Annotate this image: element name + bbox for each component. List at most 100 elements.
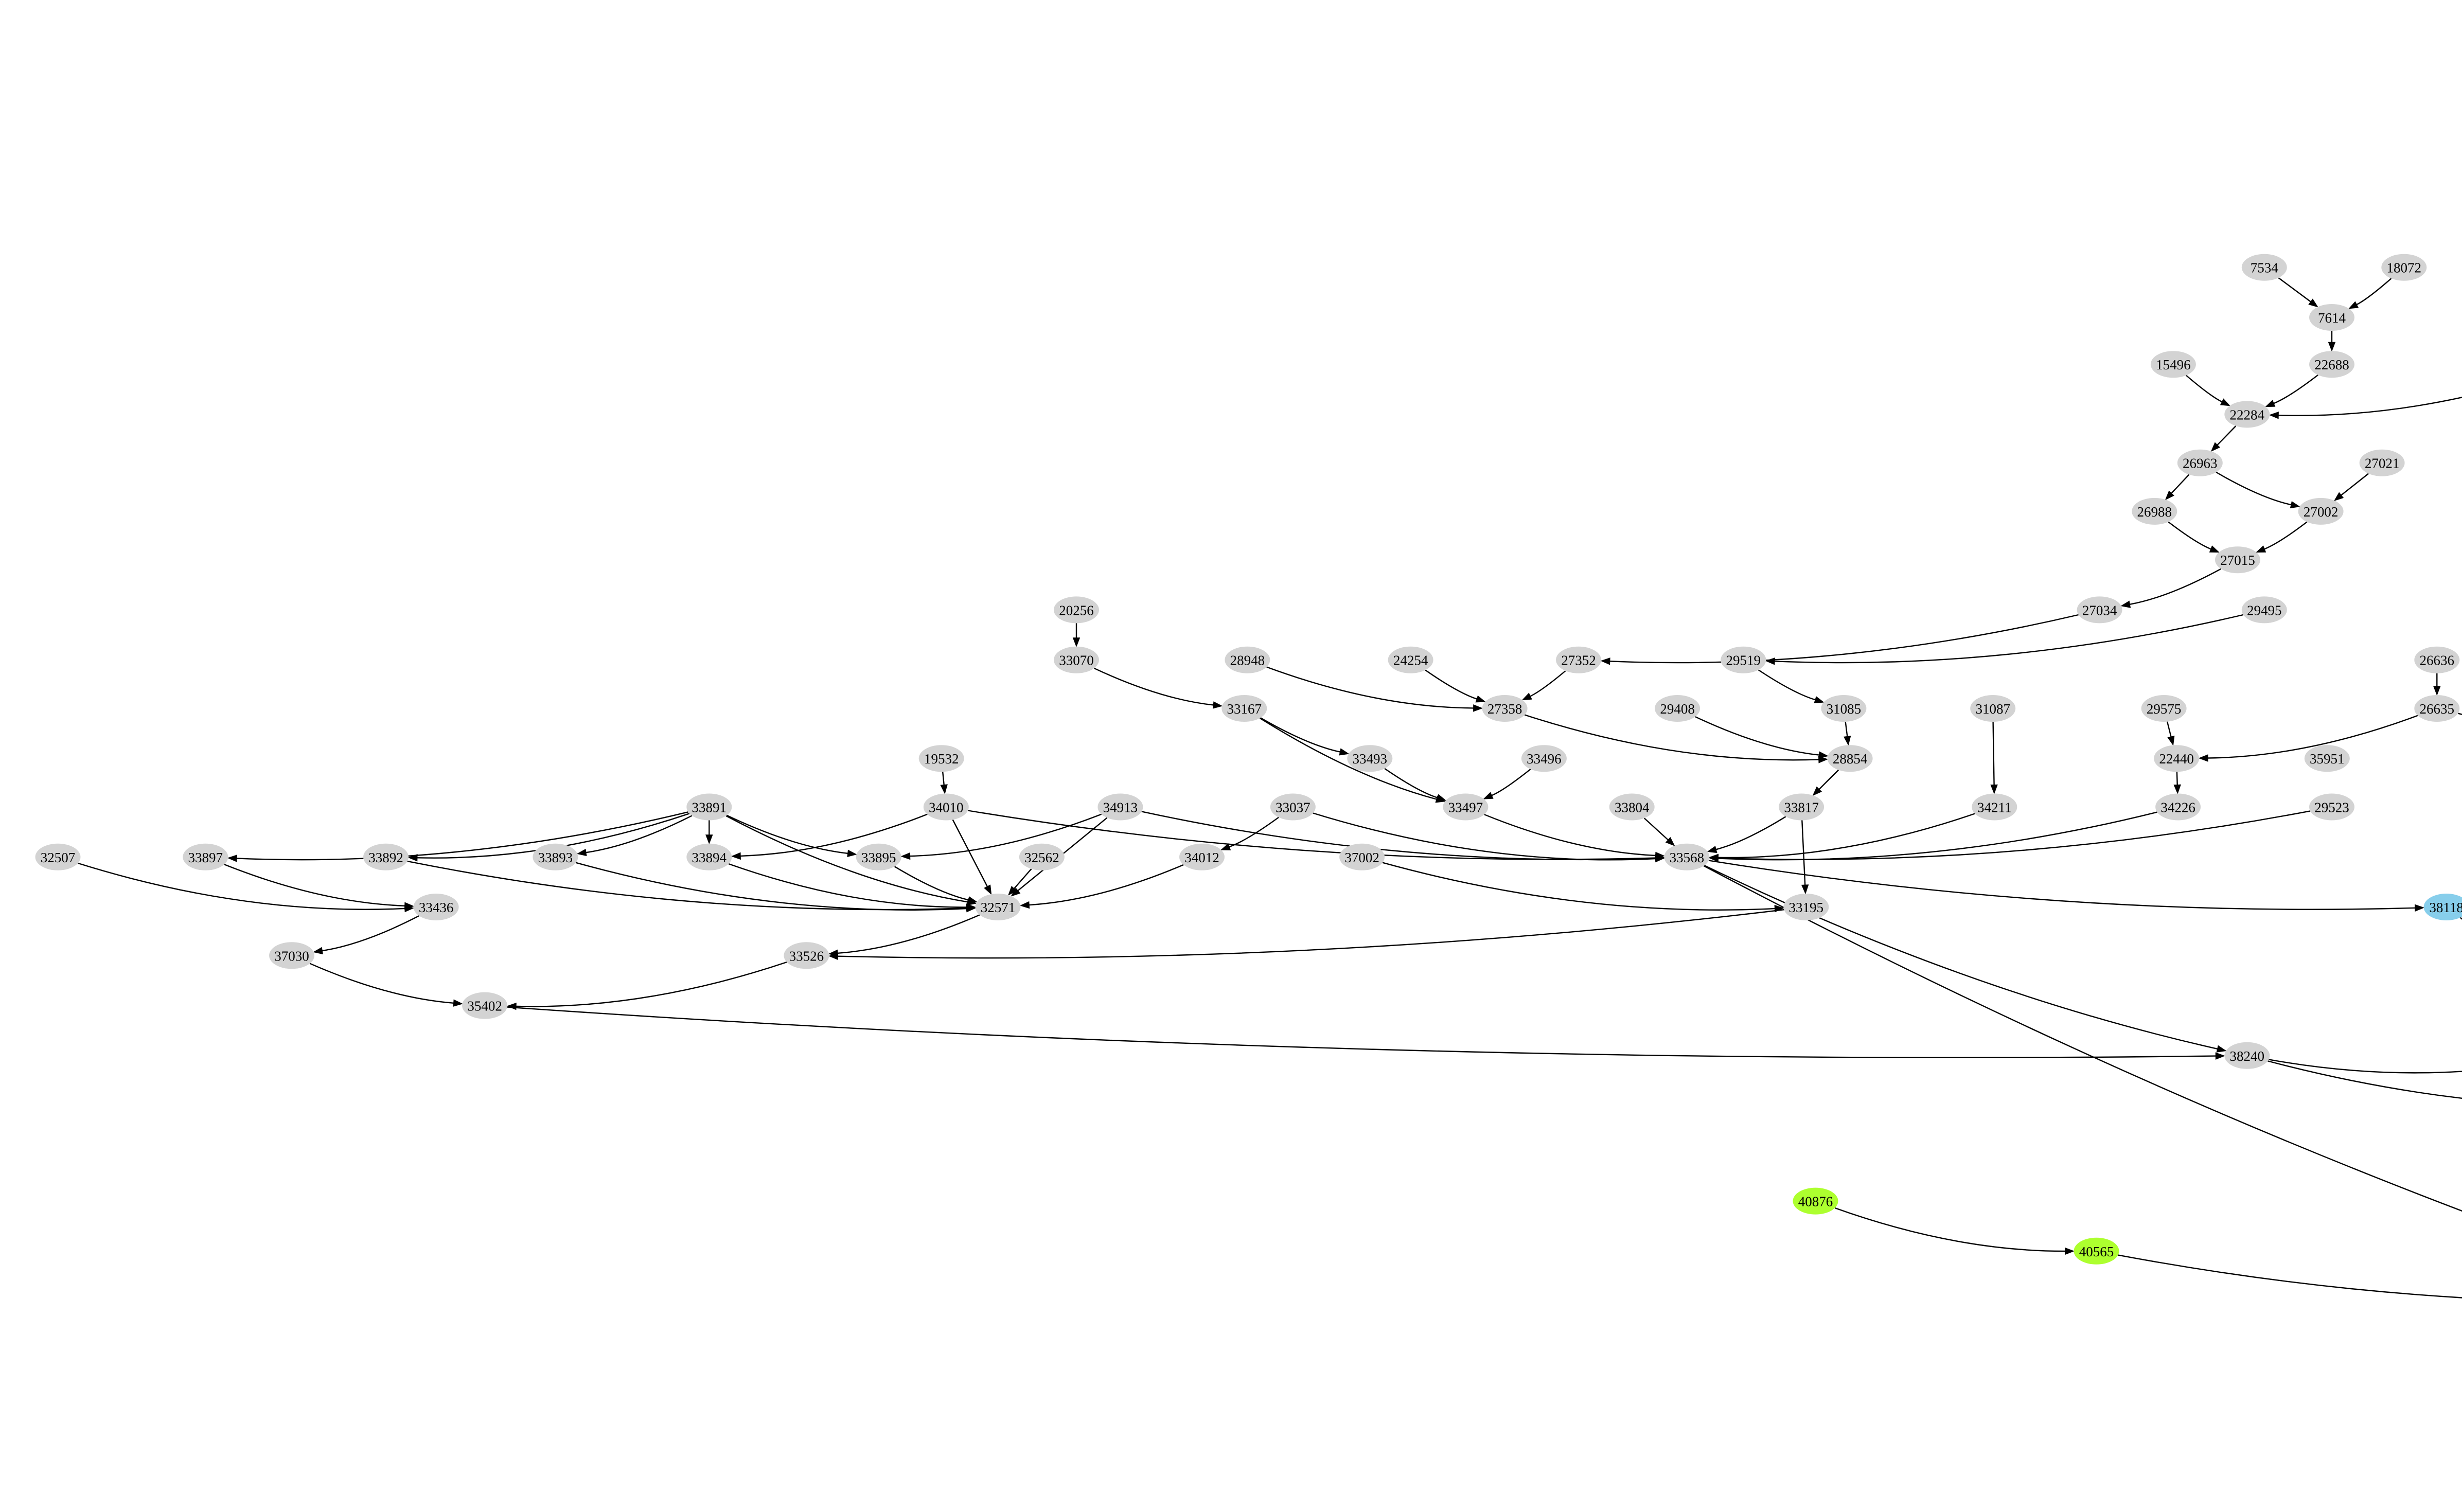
graph-node-label: 37030 <box>274 948 309 964</box>
graph-edge <box>1384 768 1438 798</box>
graph-node[interactable]: 33493 <box>1347 745 1393 772</box>
graph-node-label: 33496 <box>1527 751 1562 767</box>
graph-node[interactable]: 32571 <box>975 894 1021 920</box>
graph-node-shape <box>2309 304 2354 331</box>
graph-node[interactable]: 33037 <box>1270 793 1316 821</box>
graph-node[interactable]: 15496 <box>2150 351 2196 378</box>
graph-node[interactable]: 34913 <box>1097 793 1143 821</box>
graph-node[interactable]: 38240 <box>2224 1042 2270 1069</box>
graph-node-shape <box>413 894 459 920</box>
graph-edge-arrowhead <box>313 947 323 955</box>
graph-node-label: 31085 <box>1827 701 1862 717</box>
graph-node[interactable]: 29408 <box>1655 695 1701 722</box>
graph-node-shape <box>2423 894 2462 920</box>
graph-node[interactable]: 26988 <box>2132 497 2177 525</box>
graph-edge <box>838 909 1784 959</box>
graph-node[interactable]: 33894 <box>686 843 732 870</box>
graph-node[interactable]: 33895 <box>856 843 901 870</box>
graph-node-shape <box>2150 351 2196 378</box>
graph-node-label: 18072 <box>2387 260 2422 276</box>
graph-node[interactable]: 33897 <box>183 843 228 870</box>
graph-node[interactable]: 27002 <box>2298 497 2344 525</box>
graph-edge <box>1845 721 1848 737</box>
graph-node-shape <box>1225 646 1270 673</box>
graph-node[interactable]: 35951 <box>2304 745 2350 772</box>
graph-node[interactable]: 33167 <box>1221 695 1267 722</box>
graph-edge-arrowhead <box>2065 1247 2075 1255</box>
graph-node[interactable]: 22688 <box>2309 351 2354 378</box>
graph-node[interactable]: 33195 <box>1783 894 1829 920</box>
graph-node-label: 33195 <box>1789 900 1824 915</box>
graph-node[interactable]: 26635 <box>2414 695 2460 722</box>
graph-node-label: 27015 <box>2220 553 2255 568</box>
graph-node[interactable]: 37002 <box>1339 843 1385 870</box>
graph-node[interactable]: 29523 <box>2309 793 2354 821</box>
graph-node[interactable]: 33891 <box>686 793 732 821</box>
graph-edge-arrowhead <box>2167 735 2175 746</box>
graph-node[interactable]: 19532 <box>918 745 964 772</box>
graph-node[interactable]: 7614 <box>2309 304 2354 331</box>
graph-node-label: 38240 <box>2230 1048 2265 1064</box>
graph-node[interactable]: 33568 <box>1664 843 1710 870</box>
graph-node[interactable]: 33892 <box>363 843 409 870</box>
graph-node[interactable]: 33817 <box>1779 793 1825 821</box>
graph-node[interactable]: 7534 <box>2241 254 2287 281</box>
graph-node[interactable]: 38118 <box>2423 894 2462 920</box>
graph-node[interactable]: 34211 <box>1972 793 2017 821</box>
graph-edge <box>1818 769 1839 790</box>
graph-node[interactable]: 31087 <box>1970 695 2016 722</box>
graph-node[interactable]: 22284 <box>2224 401 2270 428</box>
graph-node[interactable]: 27352 <box>1556 646 1601 673</box>
graph-edge <box>1716 816 1786 850</box>
graph-node-shape <box>183 843 228 870</box>
graph-edge <box>1229 816 1279 848</box>
graph-node[interactable]: 26636 <box>2414 646 2460 673</box>
graph-node[interactable]: 33436 <box>413 894 459 920</box>
graph-node[interactable]: 37030 <box>269 942 314 969</box>
graph-node[interactable]: 27015 <box>2215 546 2260 574</box>
graph-node[interactable]: 29519 <box>1721 646 1766 673</box>
graph-edge-arrowhead <box>2348 301 2359 309</box>
graph-node[interactable]: 35402 <box>462 992 508 1019</box>
graph-node-shape <box>2309 793 2354 821</box>
graph-edge <box>894 866 969 901</box>
graph-node-shape <box>2141 695 2187 722</box>
graph-node-label: 33037 <box>1276 800 1310 815</box>
graph-edge <box>1609 614 2079 664</box>
graph-edge <box>322 915 420 952</box>
graph-node[interactable]: 33070 <box>1054 646 1099 673</box>
graph-node[interactable]: 34012 <box>1179 843 1225 870</box>
graph-node[interactable]: 33526 <box>784 942 829 969</box>
graph-node[interactable]: 28854 <box>1827 745 1873 772</box>
graph-node[interactable]: 31085 <box>1821 695 1867 722</box>
graph-node[interactable]: 18072 <box>2381 254 2427 281</box>
graph-node[interactable]: 33893 <box>533 843 578 870</box>
graph-node[interactable]: 33804 <box>1609 793 1655 821</box>
graph-node[interactable]: 40876 <box>1793 1187 1838 1215</box>
graph-node[interactable]: 24254 <box>1388 646 1433 673</box>
graph-node[interactable]: 33496 <box>1521 745 1567 772</box>
graph-node[interactable]: 40565 <box>2074 1237 2119 1265</box>
graph-node-label: 40876 <box>1798 1194 1833 1209</box>
graph-edge <box>2130 568 2222 605</box>
graph-node[interactable]: 27034 <box>2077 596 2122 624</box>
graph-node[interactable]: 34226 <box>2155 793 2201 821</box>
graph-node[interactable]: 27021 <box>2359 449 2405 476</box>
graph-node[interactable]: 27358 <box>1482 695 1528 722</box>
graph-edge <box>2459 917 2462 920</box>
graph-node-label: 24254 <box>1393 653 1428 668</box>
graph-node[interactable]: 20256 <box>1054 596 1099 624</box>
graph-node[interactable]: 26963 <box>2177 449 2223 476</box>
graph-node[interactable]: 33497 <box>1443 793 1489 821</box>
graph-node[interactable]: 28948 <box>1225 646 1270 673</box>
graph-edge <box>1484 814 1656 857</box>
graph-node[interactable]: 29495 <box>2241 596 2287 624</box>
graph-node[interactable]: 34010 <box>923 793 969 821</box>
graph-node-shape <box>2074 1237 2119 1265</box>
graph-node[interactable]: 32507 <box>35 843 81 870</box>
graph-node-shape <box>2241 254 2287 281</box>
graph-node[interactable]: 29575 <box>2141 695 2187 722</box>
graph-edge <box>1703 865 2462 1212</box>
graph-node[interactable]: 32562 <box>1019 843 1065 870</box>
graph-node[interactable]: 22440 <box>2154 745 2200 772</box>
